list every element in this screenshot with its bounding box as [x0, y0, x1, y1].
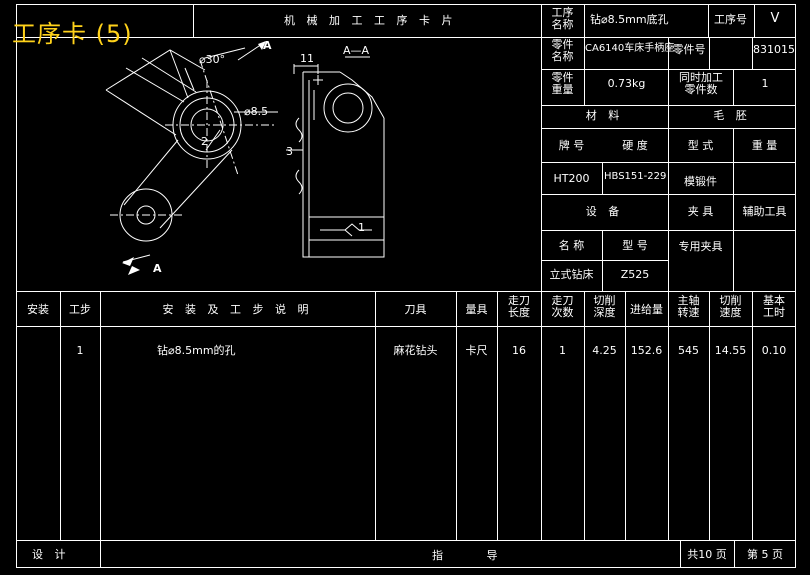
- part-weight-label: 零件重量: [551, 71, 574, 96]
- hardness-value: HBS151-229: [604, 171, 667, 182]
- fixture-label: 夹 具: [687, 205, 714, 218]
- callout-3: 3: [286, 145, 293, 158]
- row-step: 1: [76, 344, 84, 357]
- callout-1: 1: [358, 221, 365, 234]
- aux-tool-label: 辅助工具: [742, 205, 787, 218]
- grade-value: HT200: [553, 172, 590, 185]
- material-label: 材 料: [585, 109, 624, 122]
- part-drawing: [105, 43, 385, 263]
- equipment-name-label: 名 称: [558, 239, 585, 252]
- blank-type-value: 模锻件: [684, 175, 717, 188]
- fixture-value: 专用夹具: [678, 240, 723, 253]
- simul-count-label: 同时加工零件数: [679, 71, 723, 96]
- hardness-label: 硬 度: [622, 139, 648, 152]
- angle-dim-label: ⌀30°: [199, 53, 226, 66]
- blank-label: 毛 胚: [713, 109, 751, 122]
- total-pages: 共10 页: [687, 548, 727, 561]
- dim-11-label: 11: [300, 52, 314, 65]
- col-header-description: 安 装 及 工 步 说 明: [162, 303, 313, 316]
- col-header-gauge: 量具: [465, 303, 488, 316]
- col-header-spindle-speed: 主轴转速: [677, 294, 700, 319]
- hole-dia-label: ⌀8.5: [244, 105, 269, 118]
- page-title: 工序卡 (5): [12, 20, 133, 48]
- row-tool: 麻花钻头: [393, 344, 438, 357]
- row-basic-time: 0.10: [761, 344, 787, 357]
- simul-count-value: 1: [761, 77, 769, 90]
- callout-2: 2: [201, 135, 208, 148]
- section-arrow-label-top: A: [263, 39, 272, 52]
- section-arrow-label-bottom: A: [153, 262, 162, 275]
- part-no-value: 831015: [753, 43, 795, 56]
- row-gauge: 卡尺: [465, 344, 488, 357]
- col-header-feed: 进给量: [630, 303, 663, 316]
- process-no-value: V: [770, 11, 780, 26]
- design-label: 设 计: [32, 548, 70, 561]
- machine-name-value: 立式钻床: [549, 268, 594, 281]
- part-name-label: 零件名称: [551, 38, 574, 63]
- equipment-model-label: 型 号: [622, 239, 648, 252]
- row-stroke-len: 16: [512, 344, 526, 357]
- part-name-value: CA6140车床手柄座: [585, 43, 675, 54]
- row-description: 钻⌀8.5mm的孔: [157, 344, 236, 357]
- col-header-cut-depth: 切削深度: [593, 294, 616, 319]
- page-number: 第 5 页: [747, 548, 783, 561]
- section-label: A—A: [343, 44, 370, 57]
- row-feed: 152.6: [630, 344, 663, 357]
- equipment-label: 设 备: [585, 205, 624, 218]
- row-cut-speed: 14.55: [714, 344, 747, 357]
- process-no-label: 工序号: [714, 13, 747, 26]
- col-header-install: 安装: [27, 303, 49, 316]
- col-header-cut-speed: 切削速度: [719, 294, 742, 319]
- row-cut-depth: 4.25: [592, 344, 617, 357]
- part-no-label: 零件号: [672, 43, 706, 56]
- row-passes: 1: [559, 344, 566, 357]
- guide-label: 指 导: [432, 549, 518, 562]
- weight-label: 重 量: [751, 139, 778, 152]
- col-header-tool: 刀具: [404, 303, 427, 316]
- process-name-value: 钻⌀8.5mm底孔: [590, 13, 669, 26]
- type-label: 型 式: [687, 139, 714, 152]
- row-spindle-speed: 545: [678, 344, 699, 357]
- col-header-passes: 走刀次数: [551, 294, 574, 319]
- card-title: 机 械 加 工 工 序 卡 片: [284, 14, 457, 27]
- col-header-stroke-len: 走刀长度: [508, 294, 530, 319]
- part-weight-value: 0.73kg: [607, 77, 646, 90]
- machine-model-value: Z525: [620, 268, 650, 281]
- col-header-step: 工步: [69, 303, 91, 316]
- process-name-label: 工序名称: [551, 6, 574, 31]
- col-header-basic-time: 基本工时: [763, 294, 785, 319]
- grade-label: 牌 号: [558, 139, 585, 152]
